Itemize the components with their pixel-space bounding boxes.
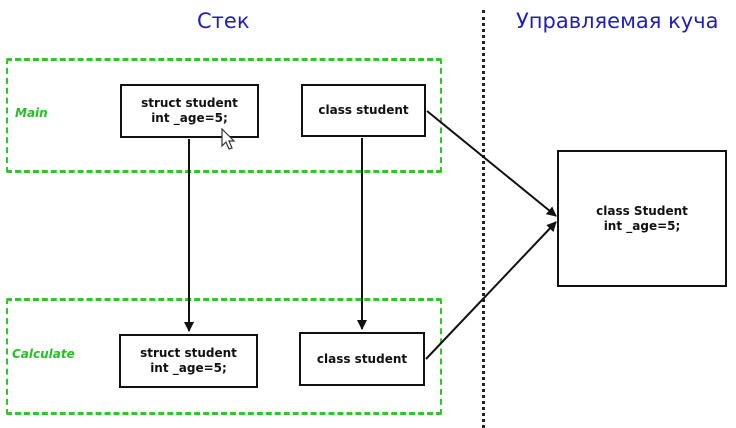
stack-heading: Стек	[197, 9, 250, 33]
calc-class-heap-arrow	[425, 221, 557, 360]
heap-heading: Управляемая куча	[516, 9, 719, 33]
calculate-struct-student-box: struct student int _age=5;	[119, 334, 258, 388]
box-line: class Student	[596, 203, 688, 218]
box-line: struct student	[140, 346, 237, 360]
main-frame	[6, 58, 442, 173]
box-line: int _age=5;	[603, 218, 681, 233]
calculate-frame	[6, 298, 442, 415]
box-line: int _age=5;	[151, 111, 228, 125]
main-class-student-box: class student	[301, 84, 426, 137]
calculate-class-student-box: class student	[299, 332, 425, 386]
main-frame-label: Main	[15, 106, 48, 120]
box-line: int _age=5;	[150, 361, 227, 375]
heap-student-object-box: class Student int _age=5;	[557, 150, 727, 287]
box-line: class student	[318, 103, 409, 117]
mouse-pointer-icon	[221, 128, 236, 150]
main-struct-student-box: struct student int _age=5;	[120, 84, 259, 138]
main-class-heap-arrow	[426, 110, 557, 217]
box-line: class student	[316, 351, 408, 366]
stack-heap-divider	[482, 10, 485, 428]
calculate-frame-label: Calculate	[12, 347, 75, 361]
box-line: struct student	[141, 96, 238, 110]
